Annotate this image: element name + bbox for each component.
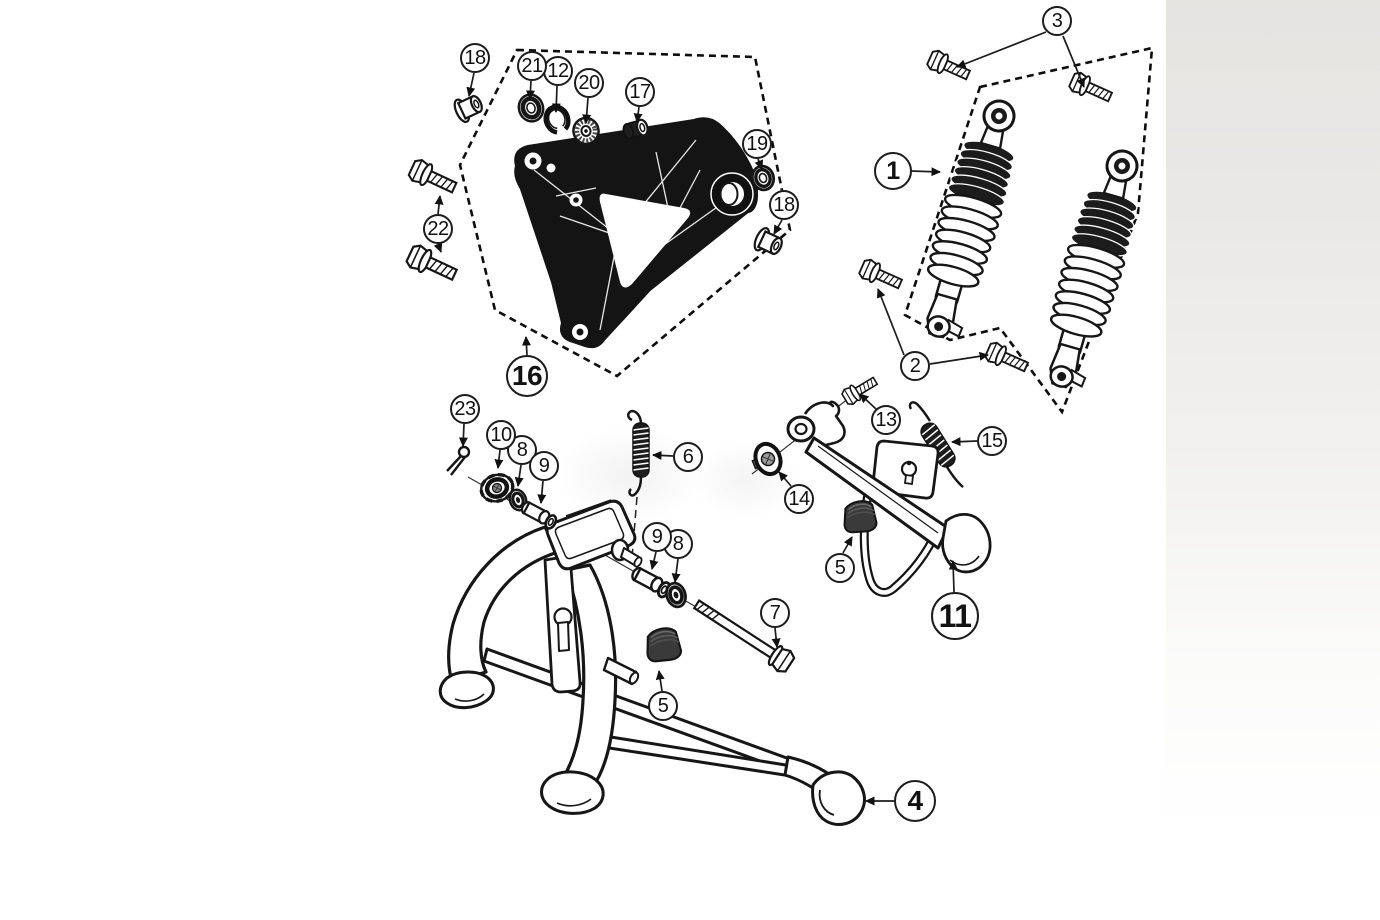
callout-9b[interactable]: 9 xyxy=(642,522,672,552)
leader-line-3 xyxy=(956,31,1047,69)
callout-3[interactable]: 3 xyxy=(1042,6,1072,36)
leader-line-7 xyxy=(771,627,781,648)
callout-21[interactable]: 21 xyxy=(517,51,547,81)
spring-hanger-dash-line xyxy=(631,496,638,559)
page-right-gray-margin xyxy=(1166,0,1380,920)
leader-line-21 xyxy=(525,80,535,100)
adjuster-knob-10 xyxy=(479,472,515,504)
callout-4[interactable]: 4 xyxy=(894,780,936,822)
callout-22[interactable]: 22 xyxy=(423,214,453,244)
leader-line-6 xyxy=(652,450,674,460)
callout-15[interactable]: 15 xyxy=(977,426,1007,456)
leader-line-15 xyxy=(951,437,978,447)
center-stand-4 xyxy=(438,499,866,826)
callout-18b[interactable]: 18 xyxy=(769,190,799,220)
callout-16[interactable]: 16 xyxy=(506,355,548,397)
pivot-bolt-7 xyxy=(692,599,796,673)
leader-line-2 xyxy=(929,351,989,365)
mounting-bracket-16 xyxy=(514,117,759,349)
leader-line-20 xyxy=(582,97,592,124)
side-stand-11 xyxy=(786,400,992,597)
leader-line-12 xyxy=(551,85,561,113)
leader-line-2 xyxy=(876,288,905,356)
leader-line-1 xyxy=(910,167,941,177)
leader-line-3 xyxy=(1062,35,1085,88)
leader-line-5a xyxy=(842,536,853,554)
callout-7[interactable]: 7 xyxy=(760,598,790,628)
leader-line-13 xyxy=(859,393,877,410)
leader-line-9a xyxy=(537,480,547,504)
leader-line-9b xyxy=(649,551,659,570)
leader-line-22 xyxy=(433,242,443,253)
leader-line-8a xyxy=(514,464,524,487)
dashed-outline-bracket-group xyxy=(458,48,792,378)
leader-lines xyxy=(433,31,1085,806)
callout-5b[interactable]: 5 xyxy=(648,691,678,721)
callout-19[interactable]: 19 xyxy=(742,129,772,159)
callout-14[interactable]: 14 xyxy=(784,484,814,514)
leader-line-19 xyxy=(754,158,764,170)
callout-17[interactable]: 17 xyxy=(625,77,655,107)
spacer-17 xyxy=(622,118,649,140)
callout-13[interactable]: 13 xyxy=(871,405,901,435)
leader-line-17 xyxy=(633,106,643,123)
callout-5a[interactable]: 5 xyxy=(825,553,855,583)
leader-line-23 xyxy=(458,423,468,447)
leader-line-8b xyxy=(671,558,681,583)
callout-9a[interactable]: 9 xyxy=(529,451,559,481)
callout-18a[interactable]: 18 xyxy=(460,43,490,73)
leader-line-5b xyxy=(655,670,665,692)
leader-line-14 xyxy=(778,471,792,487)
leader-line-18b xyxy=(773,219,783,235)
callout-2[interactable]: 2 xyxy=(900,351,930,381)
leader-line-11 xyxy=(948,560,958,593)
cotter-pin-23 xyxy=(446,445,471,476)
washer-14 xyxy=(751,441,783,477)
leader-line-18a xyxy=(466,72,476,97)
leader-line-10 xyxy=(494,449,504,469)
callout-11[interactable]: 11 xyxy=(931,592,979,640)
leader-line-16 xyxy=(521,336,531,356)
callout-23[interactable]: 23 xyxy=(450,394,480,424)
hanger-spring-6 xyxy=(627,409,650,497)
washer-21 xyxy=(517,93,545,123)
callout-10[interactable]: 10 xyxy=(486,420,516,450)
callout-12[interactable]: 12 xyxy=(543,56,573,86)
callout-20[interactable]: 20 xyxy=(574,68,604,98)
callout-1[interactable]: 1 xyxy=(874,152,912,190)
callout-6[interactable]: 6 xyxy=(673,442,703,472)
leader-line-22 xyxy=(434,195,444,215)
